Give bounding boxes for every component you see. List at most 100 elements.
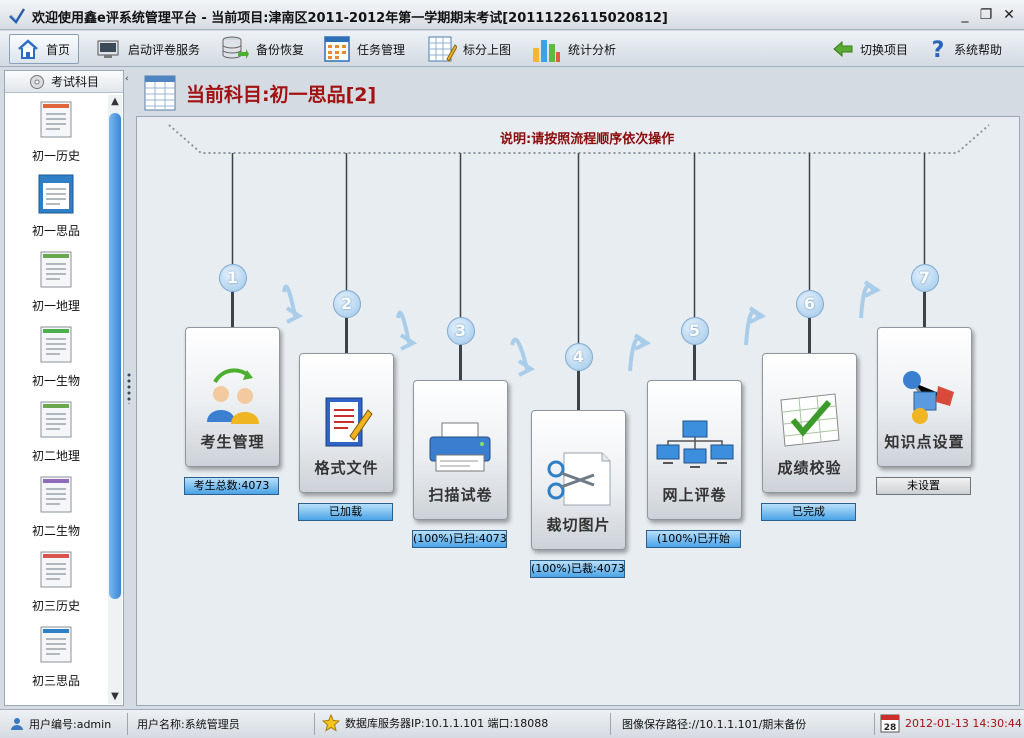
flow-arrow xyxy=(510,337,529,370)
sidebar-item-subject[interactable]: 初一生物 xyxy=(5,320,107,395)
subject-document-icon xyxy=(40,476,72,513)
step-label: 知识点设置 xyxy=(884,433,965,451)
status-divider xyxy=(874,713,875,735)
step-status-badge: (100%)已扫:4073 xyxy=(412,530,507,548)
workflow-step-card[interactable]: 知识点设置 xyxy=(877,327,972,467)
step-number-badge: 7 xyxy=(910,264,939,292)
exam-disc-icon xyxy=(29,74,44,89)
sidebar-header: 考试科目 xyxy=(5,71,123,93)
flow-arrow xyxy=(859,283,875,319)
collapse-panel-icon[interactable]: ‹ xyxy=(125,74,129,84)
status-image-path: 图像保存路径://10.1.1.101/期末备份 xyxy=(622,716,806,732)
sidebar-item-label: 初三历史 xyxy=(31,599,80,613)
star-icon xyxy=(322,714,340,732)
sidebar-item-subject[interactable]: 初二生物 xyxy=(5,470,107,545)
toolbar-score-map-button[interactable]: 标分上图 xyxy=(421,34,517,64)
flow-arrow-head xyxy=(517,359,535,377)
step-status-badge: 已加载 xyxy=(298,503,393,521)
scrollbar-thumb[interactable] xyxy=(109,113,121,599)
step-number-badge: 2 xyxy=(332,290,361,318)
home-icon xyxy=(18,39,38,59)
sidebar-item-subject[interactable]: 初二地理 xyxy=(5,395,107,470)
scroll-up-icon[interactable]: ▲ xyxy=(111,96,119,107)
toolbar-switch-project-label: 切换项目 xyxy=(860,42,909,57)
toolbar-start-marking-button[interactable]: 启动评卷服务 xyxy=(90,34,206,64)
document-edit-icon xyxy=(320,392,374,455)
toolbar-statistics-button[interactable]: 统计分析 xyxy=(524,34,622,64)
molecule-icon xyxy=(890,366,960,429)
bar-chart-icon xyxy=(533,40,560,62)
status-user-id-text: 用户编号:admin xyxy=(29,718,112,731)
step-status-badge: (100%)已裁:4073 xyxy=(530,560,625,578)
scroll-down-icon[interactable]: ▼ xyxy=(111,691,119,702)
step-status-badge: (100%)已开始 xyxy=(646,530,741,548)
status-user-name-text: 用户名称:系统管理员 xyxy=(137,718,240,731)
scissors-icon xyxy=(544,449,614,512)
sidebar-item-label: 初一生物 xyxy=(31,374,80,388)
spreadsheet-check-icon xyxy=(775,392,845,451)
flow-arrow xyxy=(396,310,411,344)
step-label: 裁切图片 xyxy=(546,516,611,534)
step-number-badge: 6 xyxy=(795,290,824,318)
toolbar-statistics-label: 统计分析 xyxy=(568,42,617,57)
flow-arrow-head xyxy=(399,333,417,351)
status-user-name: 用户名称:系统管理员 xyxy=(137,716,240,732)
toolbar-home-button[interactable]: 首页 xyxy=(9,34,79,64)
step-number-badge: 3 xyxy=(446,317,475,345)
flow-arrow-head xyxy=(285,306,303,324)
step-label: 成绩校验 xyxy=(777,459,842,477)
toolbar-backup-label: 备份恢复 xyxy=(256,42,305,57)
toolbar-help-label: 系统帮助 xyxy=(954,42,1003,57)
sidebar-item-subject[interactable]: 初一思品 xyxy=(5,170,107,245)
status-db-server: 数据库服务器IP:10.1.1.101 端口:18088 xyxy=(322,714,548,732)
workflow-step-card[interactable]: 格式文件 xyxy=(299,353,394,493)
step-number-badge: 1 xyxy=(218,264,247,292)
workflow-step-card[interactable]: 网上评卷 xyxy=(647,380,742,520)
splitter-grip-icon[interactable] xyxy=(127,372,131,404)
status-divider xyxy=(610,713,611,735)
toolbar-task-button[interactable]: 任务管理 xyxy=(317,34,411,64)
user-icon xyxy=(11,718,23,730)
workflow-step-card[interactable]: 扫描试卷 xyxy=(413,380,508,520)
calendar-grid-icon xyxy=(324,36,350,62)
toolbar-help-button[interactable]: ? 系统帮助 xyxy=(922,34,1008,64)
status-db-server-text: 数据库服务器IP:10.1.1.101 端口:18088 xyxy=(345,717,549,730)
step-label: 扫描试卷 xyxy=(428,486,493,504)
sidebar-item-label: 初三思品 xyxy=(31,674,80,688)
step-status-badge: 考生总数:4073 xyxy=(184,477,279,495)
restore-button[interactable]: ❐ xyxy=(979,7,993,23)
sidebar-item-label: 初一地理 xyxy=(31,299,80,313)
sidebar-scrollbar[interactable]: ▲ ▼ xyxy=(108,95,122,704)
sidebar-item-subject[interactable]: 初三历史 xyxy=(5,545,107,620)
sidebar-item-label: 初一思品 xyxy=(31,224,80,238)
toolbar-switch-project-button[interactable]: 切换项目 xyxy=(826,34,914,64)
subject-document-icon xyxy=(38,174,74,214)
sidebar-item-label: 初一历史 xyxy=(31,149,80,163)
subject-list: 初一历史初一思品初一地理初一生物初二地理初二生物初三历史初三思品 xyxy=(5,95,107,695)
sidebar-item-subject[interactable]: 初三思品 xyxy=(5,620,107,695)
workflow-step-card[interactable]: 考生管理 xyxy=(185,327,280,467)
sidebar-item-subject[interactable]: 初一地理 xyxy=(5,245,107,320)
close-button[interactable]: ✕ xyxy=(1003,7,1015,23)
status-image-path-text: 图像保存路径://10.1.1.101/期末备份 xyxy=(622,718,807,731)
subject-document-icon xyxy=(40,551,72,588)
table-document-icon xyxy=(144,75,176,111)
window-title: 欢迎使用鑫e评系统管理平台 - 当前项目:津南区2011-2012年第一学期期末… xyxy=(32,11,668,26)
workflow-step-card[interactable]: 成绩校验 xyxy=(762,353,857,493)
step-status-badge: 已完成 xyxy=(761,503,856,521)
title-bar: 欢迎使用鑫e评系统管理平台 - 当前项目:津南区2011-2012年第一学期期末… xyxy=(0,0,1024,30)
workflow-step-card[interactable]: 裁切图片 xyxy=(531,410,626,550)
grid-pencil-icon xyxy=(428,36,457,62)
workflow-lines xyxy=(168,124,990,410)
sidebar-header-label: 考试科目 xyxy=(50,75,99,89)
database-icon xyxy=(222,36,249,59)
subject-document-icon xyxy=(40,251,72,288)
sidebar-item-subject[interactable]: 初一历史 xyxy=(5,95,107,170)
subject-document-icon xyxy=(40,626,72,663)
minimize-button[interactable]: _ xyxy=(961,7,969,23)
subject-document-icon xyxy=(40,101,72,138)
panel-splitter[interactable]: ‹ xyxy=(125,70,134,706)
toolbar-backup-button[interactable]: 备份恢复 xyxy=(214,34,310,64)
status-datetime: 28 2012-01-13 14:30:44 xyxy=(880,713,1022,733)
